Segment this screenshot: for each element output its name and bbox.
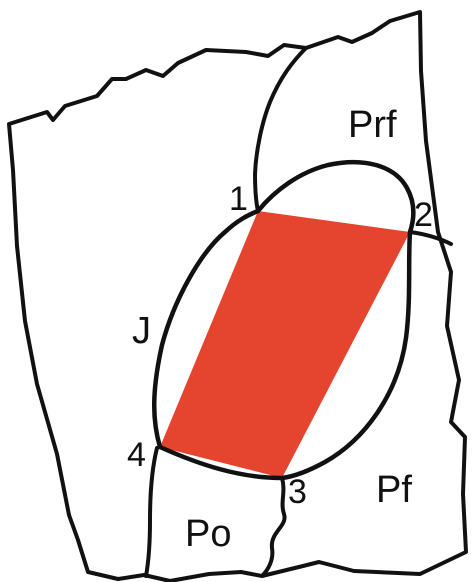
landmark-label-2: 2 xyxy=(414,196,433,234)
region-label-j: J xyxy=(132,310,151,352)
landmark-label-1: 1 xyxy=(229,180,248,218)
suture-below-3 xyxy=(262,478,285,576)
landmark-label-3: 3 xyxy=(288,473,307,511)
landmark-label-4: 4 xyxy=(127,436,146,474)
landmark-quadrilateral xyxy=(160,211,410,478)
suture-below-4 xyxy=(146,448,157,576)
region-label-pf: Pf xyxy=(376,469,412,511)
region-label-po: Po xyxy=(185,513,231,555)
region-label-prf: Prf xyxy=(348,104,397,146)
